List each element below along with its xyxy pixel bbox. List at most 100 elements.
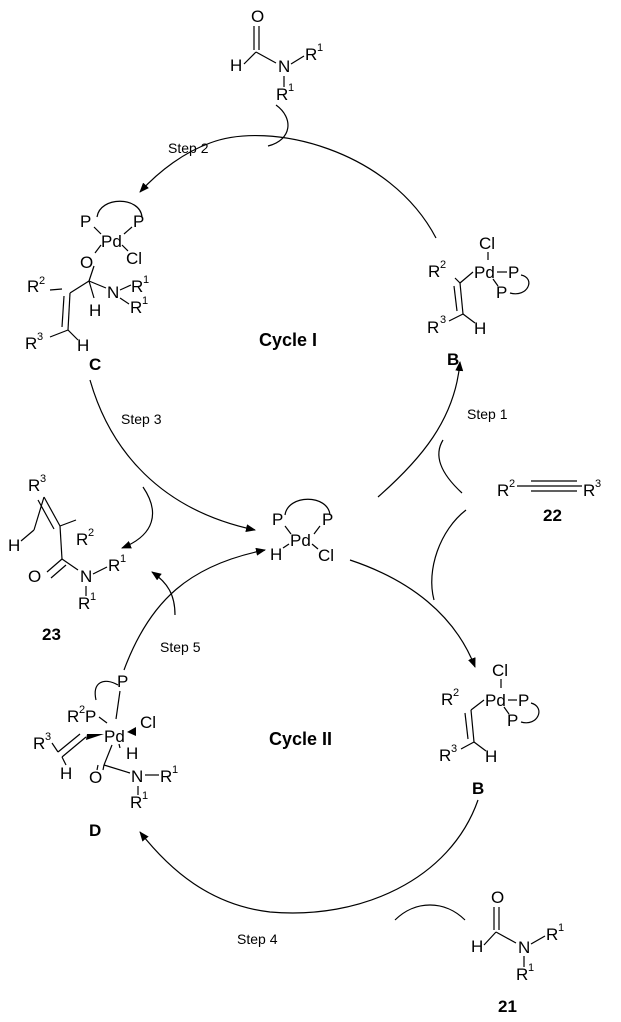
arrow-step-5 (123, 547, 266, 671)
atom-pd: Pd (485, 691, 506, 710)
atom-cl: Cl (140, 713, 156, 732)
superscript: 1 (528, 962, 534, 974)
formamide-21: O H N R 1 R 1 21 (471, 888, 564, 1016)
step-4-label: Step 4 (237, 931, 278, 947)
superscript: 3 (595, 478, 601, 490)
superscript: 3 (40, 473, 46, 485)
superscript: 3 (45, 731, 51, 743)
atom-h: H (60, 764, 72, 783)
atom-r: R (131, 277, 143, 296)
alkyne-22: R 2 R 3 22 (497, 478, 601, 525)
compound-label-23: 23 (42, 625, 61, 644)
atom-r: R (25, 334, 37, 353)
complex-d: P R 2 P Pd Cl R 3 H H O N R 1 R 1 D (33, 672, 178, 840)
atom-r: R (67, 707, 79, 726)
arrow-step-1 (377, 361, 464, 498)
atom-r: R (583, 481, 595, 500)
atom-o: O (80, 253, 93, 272)
atom-o: O (251, 7, 264, 26)
arrow-product-out-3 (121, 486, 154, 549)
superscript: 2 (509, 478, 515, 490)
superscript: 1 (143, 274, 149, 286)
atom-n: N (518, 938, 530, 957)
arrow-alkyne-in-1 (438, 439, 463, 494)
compound-label-c: C (89, 355, 101, 374)
arrow-alkyne-in-2 (431, 509, 467, 601)
superscript: 1 (172, 764, 178, 776)
cycle-2-label: Cycle II (269, 729, 332, 749)
step-5-label: Step 5 (160, 639, 201, 655)
atom-p: P (133, 212, 144, 231)
atom-r: R (33, 734, 45, 753)
atom-p: P (518, 691, 529, 710)
complex-b-top: Cl Pd P P R 2 R 3 H B (427, 234, 530, 369)
step-2-label: Step 2 (168, 140, 209, 156)
atom-p: P (272, 510, 283, 529)
atom-r: R (160, 767, 172, 786)
atom-h: H (126, 744, 138, 763)
arrow-step-3 (89, 379, 256, 533)
atom-h: H (77, 336, 89, 355)
atom-p: P (80, 212, 91, 231)
atom-h: H (230, 56, 242, 75)
superscript: 1 (142, 790, 148, 802)
superscript: 2 (79, 704, 85, 716)
compound-label-d: D (89, 821, 101, 840)
superscript: 3 (37, 331, 43, 343)
atom-h: H (270, 545, 282, 564)
superscript: 3 (440, 314, 446, 326)
compound-label-21: 21 (498, 997, 517, 1016)
atom-r: R (428, 262, 440, 281)
atom-o: O (491, 888, 504, 907)
step-3-label: Step 3 (121, 411, 162, 427)
atom-n: N (80, 567, 92, 586)
formamide-top: O H N R 1 R 1 (230, 7, 323, 104)
atom-r: R (276, 85, 288, 104)
atom-h: H (474, 319, 486, 338)
atom-o: O (28, 567, 41, 586)
atom-p: P (496, 283, 507, 302)
atom-n: N (278, 57, 290, 76)
acrylamide-23: R 3 H R 2 O N R 1 R 1 23 (8, 473, 126, 644)
atom-p: P (322, 510, 333, 529)
arrow-product-out-5 (151, 571, 176, 616)
atom-h: H (471, 937, 483, 956)
atom-h: H (485, 747, 497, 766)
atom-n: N (131, 767, 143, 786)
superscript: 2 (453, 687, 459, 699)
atom-r: R (305, 45, 317, 64)
atom-r: R (427, 318, 439, 337)
atom-r: R (439, 746, 451, 765)
atom-r: R (76, 530, 88, 549)
compound-label-22: 22 (543, 506, 562, 525)
step-1-label: Step 1 (467, 406, 508, 422)
atom-r: R (441, 690, 453, 709)
superscript: 3 (451, 743, 457, 755)
arrow-step-2 (139, 135, 437, 239)
atom-r: R (27, 277, 39, 296)
pd-hydride-complex: P P Pd H Cl (270, 498, 334, 565)
compound-label-b-top: B (447, 350, 459, 369)
superscript: 1 (288, 82, 294, 94)
superscript: 2 (39, 275, 45, 287)
atom-p: P (508, 263, 519, 282)
superscript: 1 (558, 922, 564, 934)
atom-cl: Cl (492, 661, 508, 680)
superscript: 2 (88, 527, 94, 539)
atom-r: R (130, 793, 142, 812)
atom-r: R (516, 965, 528, 984)
atom-cl: Cl (479, 234, 495, 253)
atom-p: P (507, 711, 518, 730)
atom-h: H (8, 536, 20, 555)
atom-r: R (497, 481, 509, 500)
atom-r: R (546, 925, 558, 944)
atom-r: R (130, 298, 142, 317)
atom-r: R (28, 476, 40, 495)
superscript: 2 (440, 259, 446, 271)
atom-h: H (89, 301, 101, 320)
superscript: 1 (142, 295, 148, 307)
atom-p: P (85, 707, 96, 726)
arrow-cycle2-right (349, 559, 476, 668)
arrow-formamide-in-4 (394, 904, 466, 921)
